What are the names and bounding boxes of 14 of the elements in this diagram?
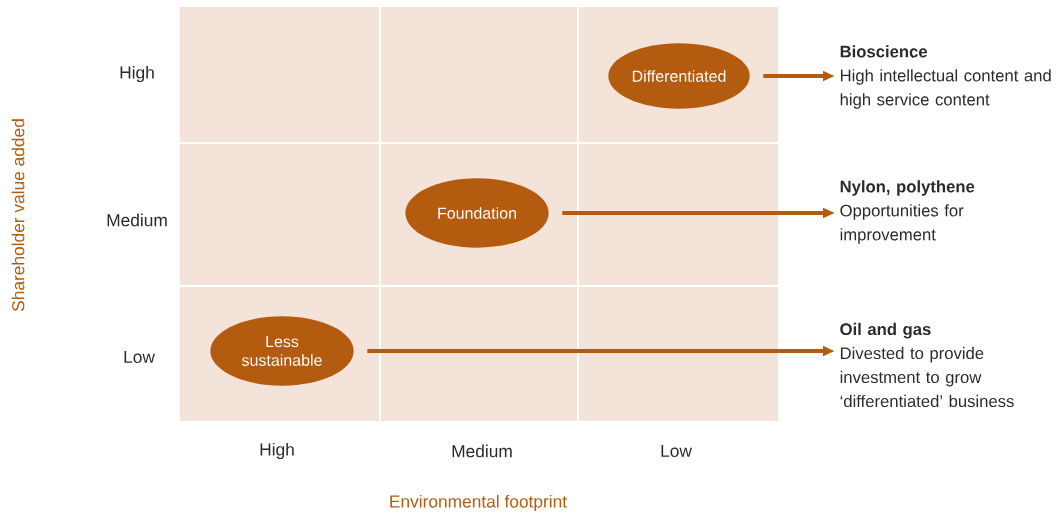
column-label: High [260, 442, 294, 460]
column-label: Low [661, 444, 692, 458]
row-label: Low [124, 350, 155, 364]
description-text: Bioscience High intellectual content and high service content [840, 45, 1051, 109]
ellipse-node: Less sustainable [210, 316, 354, 386]
row-label: High [120, 65, 154, 83]
axis-title: Shareholder value added [11, 119, 25, 312]
row-label: Medium [107, 213, 167, 227]
ellipse-node: Differentiated [608, 43, 750, 109]
description-text: Nylon, polythene Opportunities for improvement [840, 180, 975, 244]
description-text: Oil and gas Divested to provide investment to grow ‘differentiated’ business [840, 322, 1014, 408]
column-label: Medium [452, 444, 512, 458]
ellipse-node: Foundation [405, 178, 549, 248]
axis-title: Environmental footprint [390, 494, 567, 512]
